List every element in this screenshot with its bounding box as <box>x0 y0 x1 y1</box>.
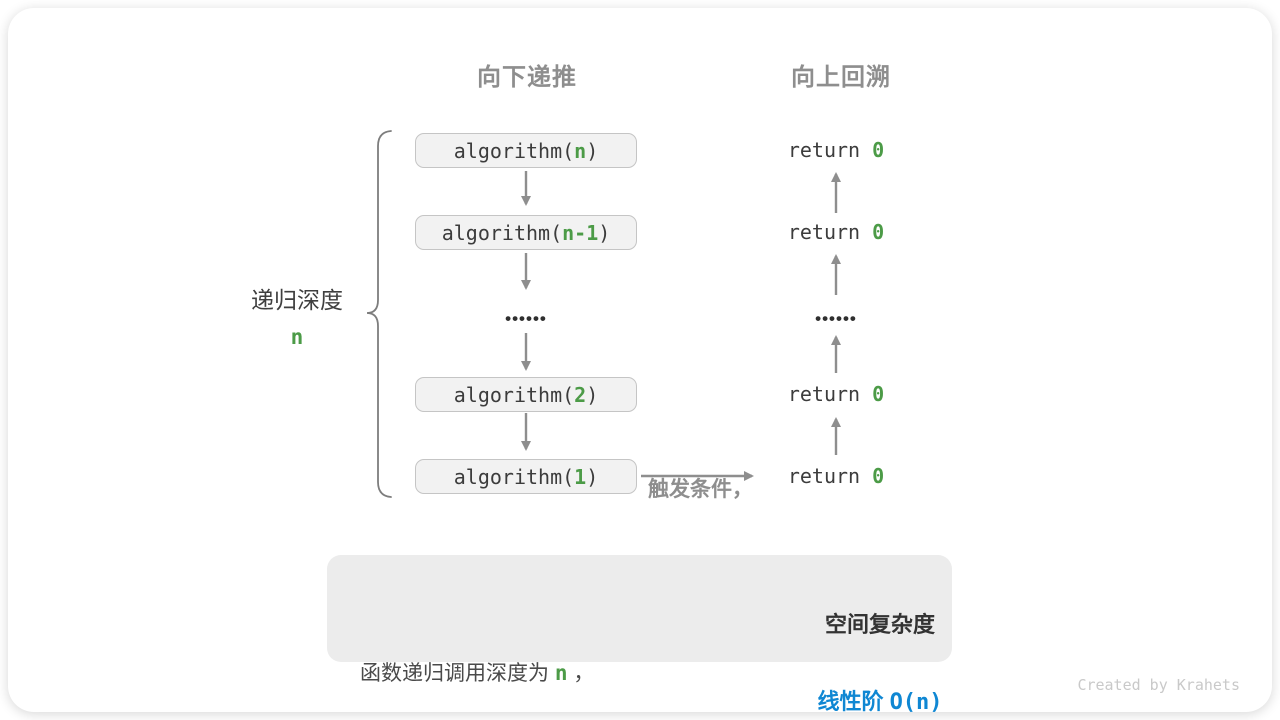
column-header-downward: 向下递推 <box>477 64 577 91</box>
code-arg: 0 <box>872 464 885 488</box>
ellipsis-up: •••••• <box>815 309 857 328</box>
summary-line1: 函数递归调用深度为 n ， <box>360 652 594 695</box>
summary-conclusion: 空间复杂度 线性阶 O(n) <box>760 571 1000 720</box>
code-text: algorithm( <box>441 220 563 245</box>
code-text: ) <box>586 464 599 489</box>
code-text: return <box>787 382 873 406</box>
code-text: algorithm( <box>453 382 575 407</box>
terminate-note-line1: 触发条件， <box>648 478 753 501</box>
code-text: ) <box>598 220 611 245</box>
summary-text: 函数递归调用深度为 <box>360 662 555 685</box>
algorithm-call-box-n: algorithm(n) <box>415 133 637 168</box>
code-text: algorithm( <box>453 138 575 163</box>
code-text: ) <box>586 382 599 407</box>
return-statement: return 0 <box>726 136 946 164</box>
summary-panel: 函数递归调用深度为 n ， 共使用 O(n) 的栈帧空间 空间复杂度 线性阶 O… <box>327 555 952 715</box>
code-arg: 2 <box>574 382 587 407</box>
code-text: return <box>787 220 873 244</box>
algorithm-call-box-n-1: algorithm(n-1) <box>415 215 637 250</box>
space-complexity-title: 空间复杂度 <box>824 612 935 637</box>
code-text: return <box>787 464 873 488</box>
code-text: ) <box>586 138 599 163</box>
code-text: return <box>787 138 873 162</box>
summary-text: ， <box>567 662 595 685</box>
column-header-upward: 向上回溯 <box>791 64 891 91</box>
result-code: O(n) <box>889 690 943 715</box>
summary-description: 函数递归调用深度为 n ， 共使用 O(n) 的栈帧空间 <box>360 568 594 720</box>
code-arg: 1 <box>574 464 587 489</box>
recursion-depth-var: n <box>290 325 304 349</box>
result-text: 线性阶 <box>817 689 890 714</box>
algorithm-call-box-1: algorithm(1) <box>415 459 637 494</box>
summary-var: n <box>554 661 568 685</box>
recursion-depth-label: 递归深度 n <box>237 281 357 349</box>
code-arg: n-1 <box>562 220 599 245</box>
code-arg: 0 <box>872 382 885 406</box>
space-complexity-result: 线性阶 O(n) <box>760 684 1000 716</box>
return-statement: return 0 <box>726 218 946 246</box>
recursion-depth-text: 递归深度 <box>251 287 343 313</box>
ellipsis-down: •••••• <box>505 309 547 328</box>
code-arg: 0 <box>872 138 885 162</box>
return-statement: return 0 <box>726 380 946 408</box>
algorithm-call-box-2: algorithm(2) <box>415 377 637 412</box>
code-text: algorithm( <box>453 464 575 489</box>
watermark-credit: Created by Krahets <box>1077 676 1240 694</box>
code-arg: 0 <box>872 220 885 244</box>
code-arg: n <box>574 138 587 163</box>
return-statement: return 0 <box>726 462 946 490</box>
